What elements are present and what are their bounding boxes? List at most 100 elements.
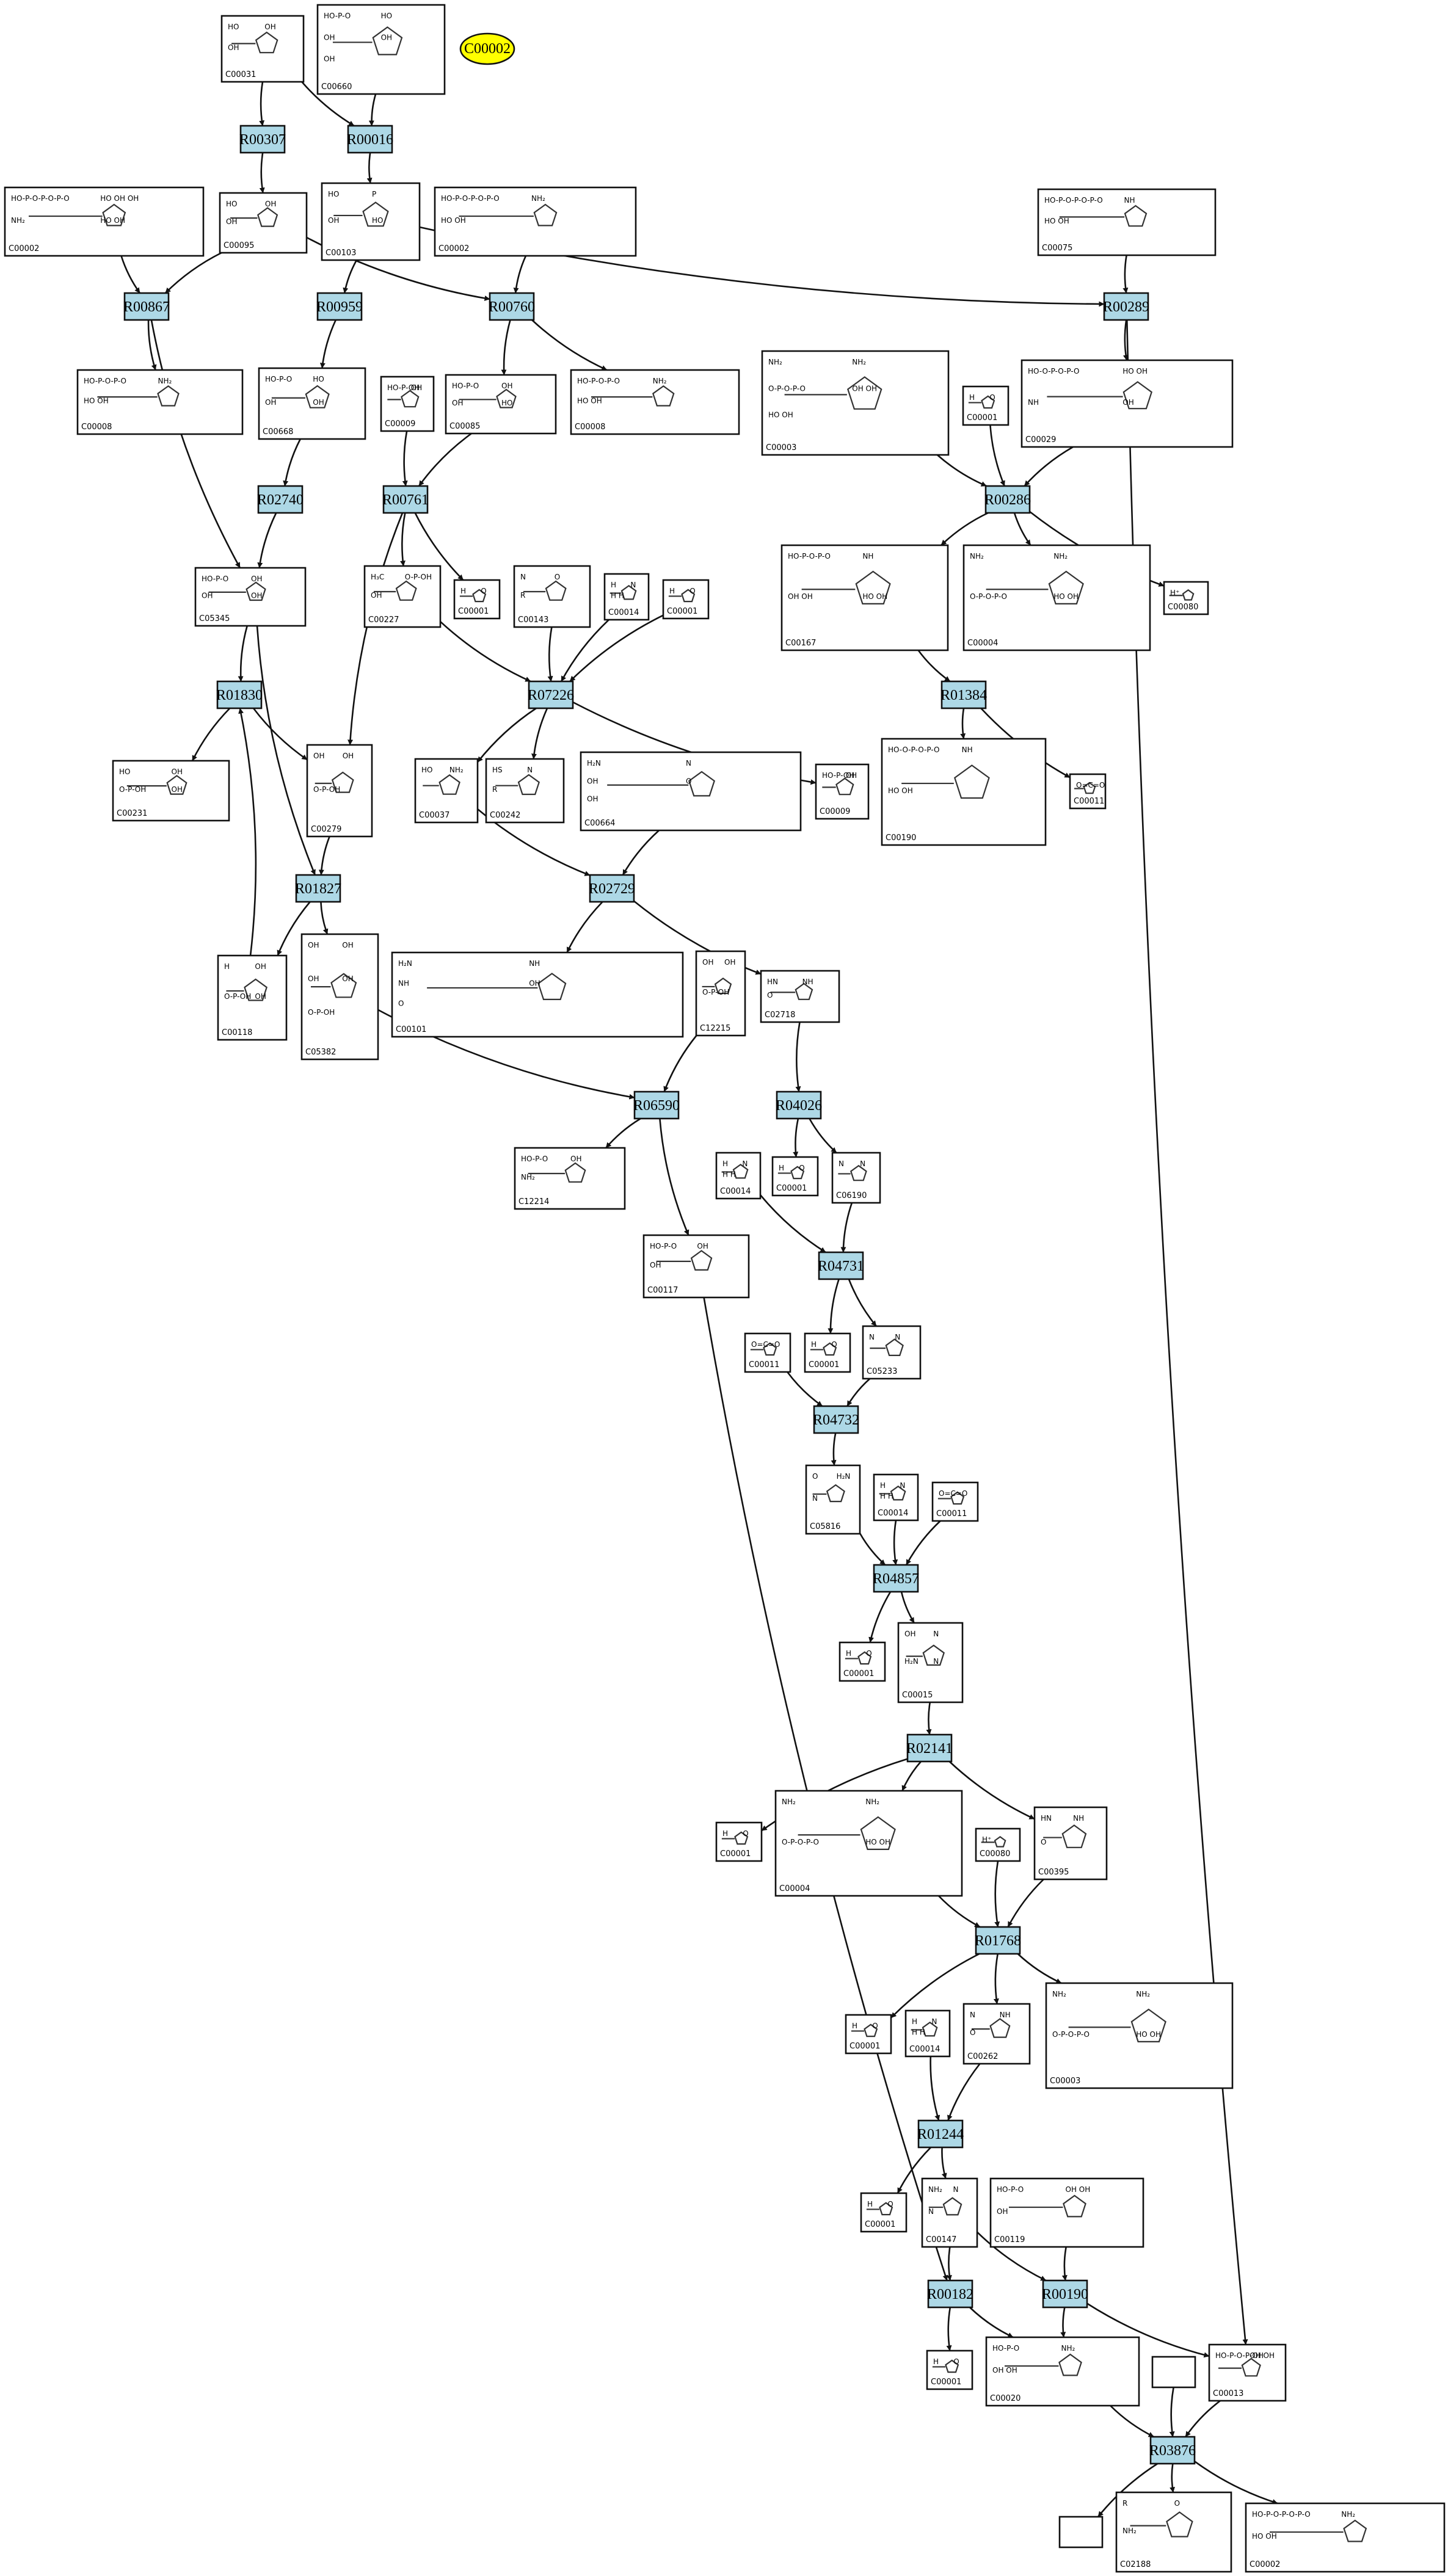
reaction-box[interactable] xyxy=(257,485,304,514)
reaction-box[interactable] xyxy=(239,125,286,154)
reaction-box[interactable] xyxy=(927,2279,973,2309)
reaction-node[interactable]: R01768 xyxy=(975,1926,1021,1955)
compound-box[interactable] xyxy=(881,738,1047,846)
compound-box[interactable] xyxy=(962,385,1010,426)
reaction-node[interactable]: R00289 xyxy=(1103,292,1149,321)
compound-box[interactable] xyxy=(921,2177,978,2248)
compound-node[interactable]: H⁺C00080 xyxy=(1163,581,1209,615)
compound-box[interactable] xyxy=(931,1481,979,1522)
compound-box[interactable] xyxy=(514,1147,626,1210)
compound-box[interactable] xyxy=(1151,2356,1196,2389)
reaction-box[interactable] xyxy=(316,292,363,321)
compound-box[interactable] xyxy=(1163,581,1209,615)
compound-box[interactable] xyxy=(4,186,205,257)
compound-box[interactable] xyxy=(1115,2491,1232,2573)
compound-box[interactable] xyxy=(780,544,949,651)
reaction-node[interactable]: R02740 xyxy=(257,485,304,514)
reaction-box[interactable] xyxy=(917,2119,964,2149)
compound-box[interactable] xyxy=(485,758,565,824)
compound-box[interactable] xyxy=(220,15,305,83)
compound-box[interactable] xyxy=(662,579,710,620)
compound-box[interactable] xyxy=(860,2192,908,2233)
reaction-node[interactable]: R00016 xyxy=(347,125,393,154)
compound-box[interactable] xyxy=(1208,2343,1287,2402)
reaction-node[interactable]: R02729 xyxy=(589,874,635,903)
reaction-node[interactable]: R04732 xyxy=(813,1405,859,1434)
compound-box[interactable] xyxy=(1045,1982,1234,2089)
compound-box[interactable] xyxy=(862,1325,922,1380)
compound-node[interactable]: H⁺C00080 xyxy=(975,1827,1021,1862)
reaction-node[interactable]: R01384 xyxy=(940,680,987,709)
reaction-box[interactable] xyxy=(489,292,535,321)
reaction-node[interactable]: R00307 xyxy=(239,125,286,154)
compound-box[interactable] xyxy=(975,1827,1021,1862)
reaction-box[interactable] xyxy=(776,1090,822,1120)
reaction-box[interactable] xyxy=(818,1251,864,1280)
reaction-box[interactable] xyxy=(906,1733,953,1763)
reaction-node[interactable]: R00867 xyxy=(123,292,170,321)
compound-box[interactable] xyxy=(194,567,307,627)
compound-box[interactable] xyxy=(760,970,840,1023)
reaction-box[interactable] xyxy=(216,680,263,709)
reaction-node[interactable]: R06590 xyxy=(633,1090,680,1120)
reaction-node[interactable]: R00959 xyxy=(316,292,363,321)
compound-box[interactable] xyxy=(839,1641,886,1682)
compound-box[interactable] xyxy=(761,350,950,456)
compound-box[interactable] xyxy=(1245,2502,1446,2573)
reaction-box[interactable] xyxy=(940,680,987,709)
reaction-box[interactable] xyxy=(813,1405,859,1434)
reaction-node[interactable]: R00190 xyxy=(1042,2279,1088,2309)
reaction-box[interactable] xyxy=(975,1926,1021,1955)
compound-box[interactable] xyxy=(831,1152,881,1204)
compound-box[interactable] xyxy=(391,951,684,1038)
reaction-box[interactable] xyxy=(382,485,429,514)
reaction-box[interactable] xyxy=(1149,2436,1196,2465)
compound-box[interactable] xyxy=(805,1464,861,1535)
reaction-node[interactable]: R07226 xyxy=(528,680,574,709)
compound-box[interactable] xyxy=(321,182,421,261)
reaction-box[interactable] xyxy=(984,485,1031,514)
reaction-box[interactable] xyxy=(347,125,393,154)
reaction-node[interactable]: R04731 xyxy=(818,1251,864,1280)
compound-node[interactable] xyxy=(1151,2356,1196,2389)
reaction-box[interactable] xyxy=(1042,2279,1088,2309)
compound-box[interactable] xyxy=(219,192,308,254)
compound-box[interactable] xyxy=(434,186,637,257)
compound-box[interactable] xyxy=(771,1156,819,1197)
compound-box[interactable] xyxy=(926,2349,973,2390)
compound-box[interactable] xyxy=(715,1821,763,1862)
compound-box[interactable] xyxy=(603,573,650,621)
